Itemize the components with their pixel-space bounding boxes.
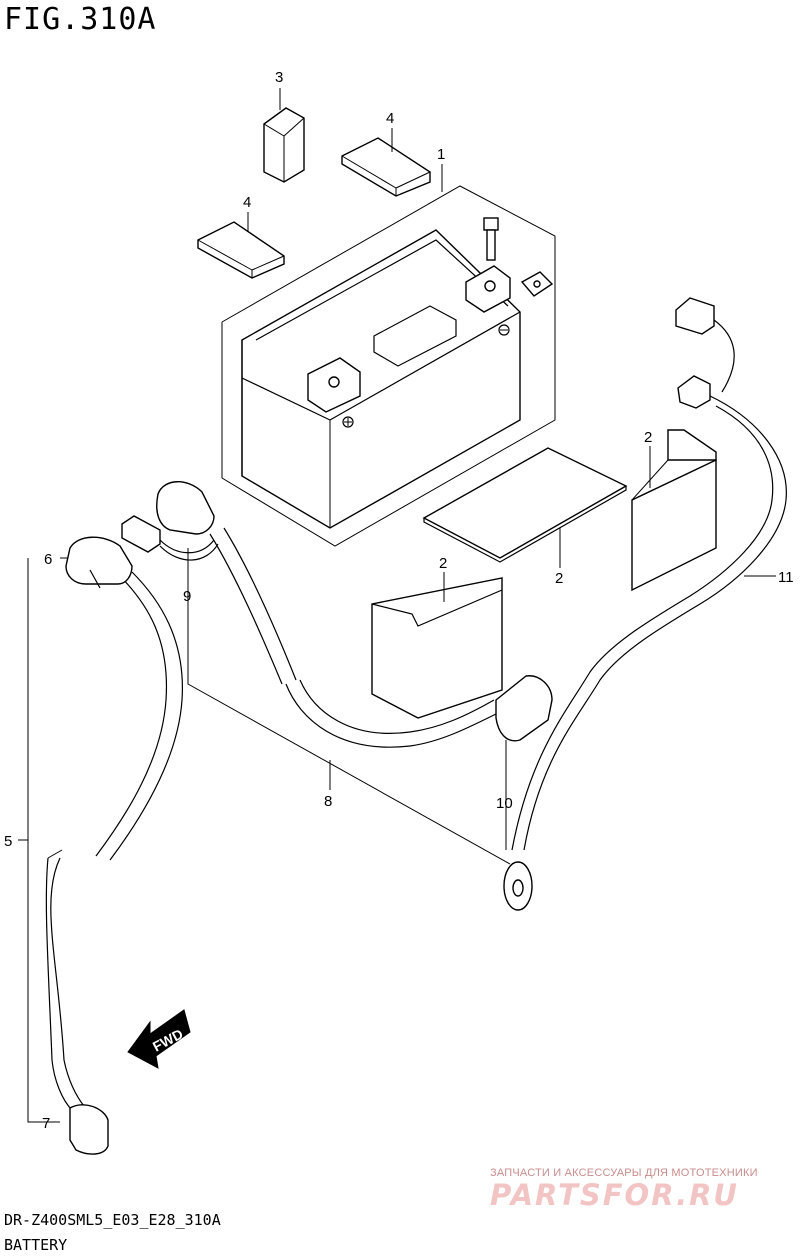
cable-part-5 — [45, 571, 184, 1111]
cable-part-8 — [156, 481, 501, 748]
fwd-arrow-icon: FWD — [127, 1009, 191, 1069]
pad-part-4-upper — [341, 137, 431, 197]
pad-part-3 — [263, 107, 305, 183]
callout-2-right: 2 — [644, 429, 652, 446]
boot-part-10 — [495, 675, 553, 742]
watermark-logo: PARTSFOR.RU — [490, 1178, 739, 1212]
figure-code: DR-Z400SML5_E03_E28_310A — [4, 1211, 221, 1229]
terminal-part-7 — [69, 1104, 109, 1155]
callout-5: 5 — [4, 833, 12, 850]
battery-outline-frame — [221, 185, 556, 547]
callout-11: 11 — [778, 569, 794, 586]
cable-part-11 — [503, 297, 787, 911]
callout-8: 8 — [324, 793, 332, 810]
battery-part-1 — [241, 217, 554, 529]
boot-part-6 — [65, 536, 133, 589]
callout-6: 6 — [44, 551, 52, 568]
callout-2-front: 2 — [439, 555, 447, 572]
callout-2-flat: 2 — [555, 570, 563, 587]
figure-title: FIG.310A — [4, 2, 157, 37]
pad-part-4-lower — [197, 221, 285, 279]
callout-4-upper: 4 — [386, 110, 394, 127]
leader-lines — [18, 88, 776, 1123]
pad-part-2-flat — [422, 447, 628, 563]
watermark-tagline: ЗАПЧАСТИ И АКСЕССУАРЫ ДЛЯ МОТОТЕХНИКИ — [490, 1167, 758, 1179]
callout-10: 10 — [496, 795, 513, 812]
figure-name: BATTERY — [4, 1236, 68, 1254]
callout-7: 7 — [42, 1115, 50, 1132]
callout-9: 9 — [183, 588, 191, 605]
pad-part-2-right — [631, 429, 717, 592]
pad-part-2-front — [371, 577, 503, 719]
callout-1: 1 — [437, 146, 445, 163]
callout-4-lower: 4 — [243, 194, 251, 211]
callout-3: 3 — [275, 69, 283, 86]
